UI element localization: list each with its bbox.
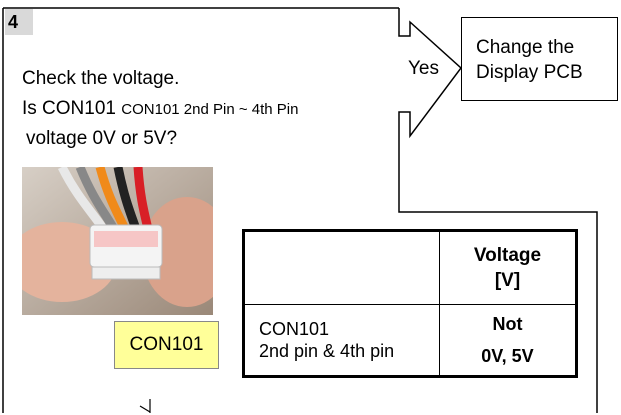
connector-illustration <box>22 167 213 315</box>
voltage-table: Voltage [V] CON101 2nd pin & 4th pin Not… <box>242 229 578 378</box>
row-value-cell: Not 0V, 5V <box>440 305 577 377</box>
row-label-cell: CON101 2nd pin & 4th pin <box>244 305 440 377</box>
row-value-line-1: Not <box>440 308 575 340</box>
question-line-2-detail: CON101 2nd Pin ~ 4th Pin <box>121 101 298 118</box>
header-cell-voltage: Voltage [V] <box>440 231 577 305</box>
question-line-3: voltage 0V or 5V? <box>26 127 177 151</box>
question-line-2: Is CON101 CON101 2nd Pin ~ 4th Pin <box>22 97 298 122</box>
row-label-line-2: 2nd pin & 4th pin <box>259 340 439 362</box>
action-line-1: Change the <box>476 35 617 60</box>
con101-label: CON101 <box>114 321 219 369</box>
header-voltage-text: Voltage <box>440 243 575 268</box>
table-row: CON101 2nd pin & 4th pin Not 0V, 5V <box>244 305 577 377</box>
row-value-line-2: 0V, 5V <box>440 340 575 372</box>
table-header-row: Voltage [V] <box>244 231 577 305</box>
step-number-badge: 4 <box>5 9 33 35</box>
action-box: Change the Display PCB <box>461 17 618 101</box>
question-line-1: Check the voltage. <box>22 67 179 91</box>
connector-pink-band <box>94 231 158 247</box>
action-line-2: Display PCB <box>476 60 617 85</box>
connector-pins <box>92 267 160 279</box>
header-cell-empty <box>244 231 440 305</box>
yes-label: Yes <box>408 58 439 80</box>
question-line-2-main: Is CON101 <box>22 98 116 119</box>
connector-photo <box>22 167 213 315</box>
header-unit-text: [V] <box>440 268 575 293</box>
row-label-line-1: CON101 <box>259 318 439 340</box>
bottom-arrow-hint <box>140 399 150 413</box>
